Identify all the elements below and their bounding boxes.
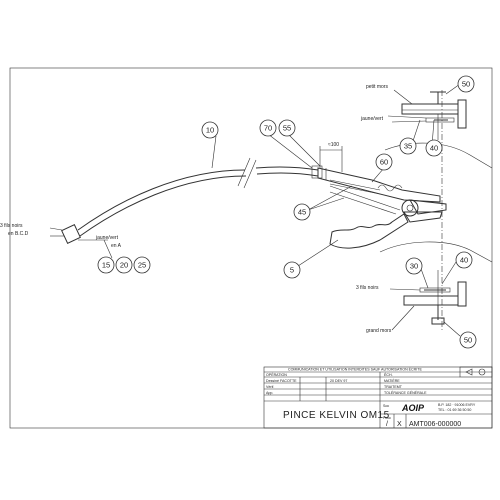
tb-sheet-x: X [397, 421, 402, 428]
leader-lines [103, 83, 461, 337]
tb-operation: OPÉRATION [266, 372, 287, 377]
balloon-40-bottom: 40 [455, 251, 473, 269]
label-jaune-vert-left: jaune/vert [95, 235, 119, 241]
tb-app: App. [266, 391, 273, 395]
tb-date: 20 DEV 97 [330, 379, 347, 383]
kelvin-clip [311, 165, 447, 249]
balloon-50-top: 50 [457, 75, 475, 93]
detail-petit-mors: petit mors jaune/vert [360, 84, 467, 140]
cable [77, 157, 319, 237]
svg-text:40: 40 [430, 144, 438, 153]
tb-tolerance: TOLÉRANCE GÉNÉRALE [384, 390, 427, 395]
tb-address1: B.P. 182 · 91006 EVRY [438, 403, 476, 407]
balloon-30: 30 [405, 257, 423, 275]
tb-verif: Vérif. [266, 385, 274, 389]
detail-grand-mors: 3 fils noirs grand mors [356, 270, 467, 334]
balloon-60: 60 [375, 153, 393, 171]
cable-end-connector [49, 224, 108, 244]
dimension-100-label: ≈100 [328, 142, 339, 148]
balloon-55: 55 [278, 119, 296, 137]
svg-text:20: 20 [120, 261, 128, 270]
balloon-50-bottom: 50 [459, 331, 477, 349]
tb-folio-label: Folio [383, 416, 391, 420]
tb-address2: TEL : 01 69 36 50 50 [438, 408, 471, 412]
balloon-70: 70 [259, 119, 277, 137]
svg-text:25: 25 [138, 261, 146, 270]
dimension-100: ≈100 [319, 142, 343, 172]
tb-ech: ÉCH. [384, 372, 393, 377]
title-block: COMMUNICATION ET UTILISATION INTERDITES … [263, 367, 493, 429]
svg-text:30: 30 [410, 262, 418, 271]
tb-header: COMMUNICATION ET UTILISATION INTERDITES … [288, 367, 422, 372]
detail-arc-bottom [379, 241, 493, 263]
balloon-5: 5 [283, 261, 301, 279]
svg-text:50: 50 [464, 336, 472, 345]
drawing-title: PINCE KELVIN OM15 [283, 410, 390, 421]
balloon-10: 10 [201, 121, 219, 139]
svg-text:35: 35 [404, 142, 412, 151]
svg-text:40: 40 [460, 256, 468, 265]
drawing-number: AMT006-000000 [409, 421, 461, 428]
svg-text:10: 10 [206, 126, 214, 135]
balloon-40-top: 40 [425, 139, 443, 157]
balloon-20: 20 [115, 256, 133, 274]
svg-text:15: 15 [102, 261, 110, 270]
svg-text:5: 5 [290, 266, 294, 275]
balloon-45: 45 [293, 203, 311, 221]
svg-text:45: 45 [298, 208, 306, 217]
svg-text:70: 70 [264, 124, 272, 133]
tb-soc: Soc [383, 404, 389, 408]
label-en-bcd: en B.C.D [8, 231, 29, 237]
tb-traitement: TRAITEMT [384, 385, 403, 389]
tb-matiere: MATIÈRE [384, 378, 400, 383]
tb-dessine: Dessiné FACOTTE [266, 379, 297, 383]
balloon-15: 15 [97, 256, 115, 274]
svg-text:60: 60 [380, 158, 388, 167]
svg-text:50: 50 [462, 80, 470, 89]
balloon-35: 35 [399, 137, 417, 155]
label-three-wires-left: 3 fils noirs [0, 223, 23, 229]
company-logo: AOIP [401, 403, 425, 413]
label-en-a: en A [111, 243, 122, 249]
label-petit-mors: petit mors [366, 84, 388, 90]
balloon-25: 25 [133, 256, 151, 274]
drawing-frame [9, 67, 493, 429]
label-three-wires-bottom: 3 fils noirs [356, 285, 379, 291]
svg-text:55: 55 [283, 124, 291, 133]
label-grand-mors: grand mors [366, 328, 392, 334]
tb-folio-value: / [386, 421, 388, 428]
label-jaune-vert-top: jaune/vert [360, 116, 384, 122]
